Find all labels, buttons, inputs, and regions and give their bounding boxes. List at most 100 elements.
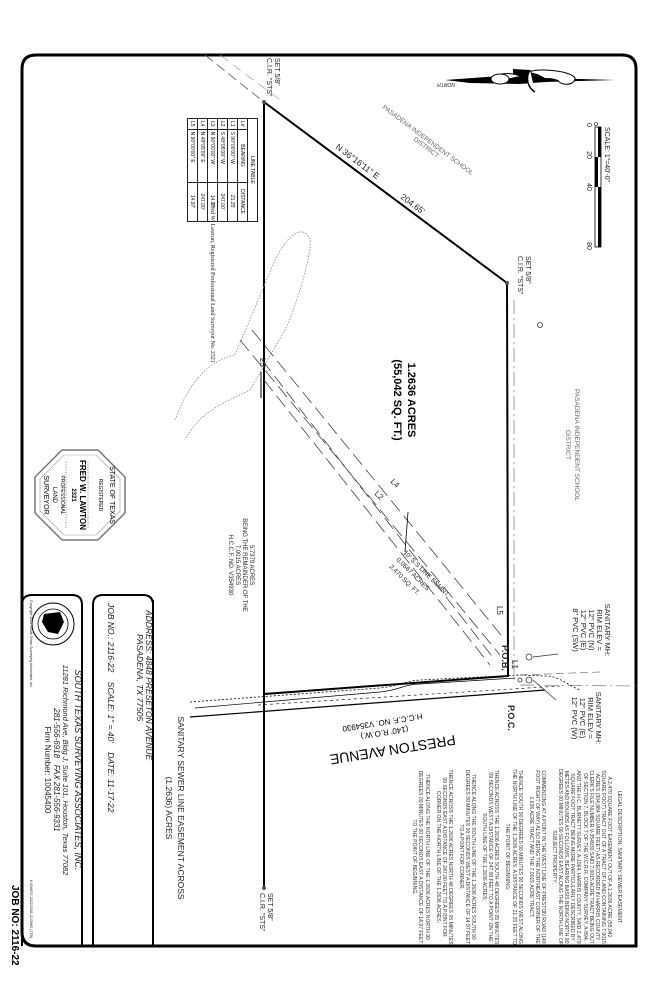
cell: 247.00' [197,182,208,222]
cell: S 90°00'00" W [227,129,238,183]
file-path: K:\DWGS 2022\2116-22.DWG (JTB) [29,880,33,938]
seal-land: LAND [51,487,57,504]
monument-label: C.I.R. "STS" [516,256,523,295]
cell: N 48°05'09" E [197,129,208,183]
monument-label: SET 5/8" [273,58,280,86]
sqft-label: (55,042 SQ. FT.) [391,359,403,441]
legal-title: LEGAL DESCRIPTION- SANITARY SEWER EASEME… [616,790,622,924]
project-title: (1.2636) ACRES [164,777,174,840]
cell: 247.00' [217,182,228,222]
company-name: SOUTH TEXAS SURVEYING ASSOCIATES, INC. [73,670,83,871]
manhole-text: 12" PVC (E) [579,610,588,651]
neighbor-label: DISTRICT [564,430,571,460]
company-box [21,594,83,946]
manhole-text: 8" PVC (SW) [571,608,580,652]
legal-paragraph: THENCE ACROSS THE 1.2636 ACRES NORTH 48 … [434,769,453,945]
pob-label: P.O.B. [500,645,510,671]
legal-paragraph: THENCE ACROSS THE 1.2636 ACRES SOUTH 48 … [481,769,500,945]
manhole-text: SANITARY MH: [594,692,603,745]
neighbor-label: PASADENA INDEPENDENT SCHOOL [381,104,475,177]
manhole-text: RIM ELEV = [595,609,604,651]
legal-paragraph: THENCE SOUTH 90 DEGREES 00 MINUTES 00 SE… [504,769,523,945]
legal-paragraph: A 2,470 SQUARE FOOT EASEMENT OUT OF A 1.… [551,769,612,945]
scale-tick: 0 [585,123,592,127]
legal-paragraph: COMMENCING AT A POINT IN THE WEST LINE O… [527,770,546,944]
bearing-label: N 36°16'11" E [334,142,382,182]
line-table-header: L# [237,118,248,130]
line-table-title: LINE TABLE [247,118,258,222]
acreage-label: 1.2636 ACRES [405,363,417,438]
sheet-border [20,53,638,948]
scale-tick: 40 [585,183,592,191]
seal-registered: REGISTERED [97,479,103,512]
surveyor-signature: Fred W. Lawton, Registered Professional … [209,203,216,363]
cell: 21.25' [227,182,238,222]
line-table-header: BEARING [237,129,248,183]
legal-description: LEGAL DESCRIPTION- SANITARY SEWER EASEME… [406,768,622,946]
cell: L3 [207,118,218,130]
manhole-text: 12" PVC (N) [587,609,596,651]
seal-state: STATE OF TEXAS [108,466,115,524]
job-number-tab: JOB NO: 2116-22 [9,885,20,966]
parcel-boundary [263,100,510,696]
monument-label: SET 5/8" [266,893,273,921]
legal-paragraph: THENCE ALONG THE SOUTH LINE OF THE 1.263… [457,769,477,945]
neighbor-label: PASADENA INDEPENDENT SCHOOL [573,389,580,501]
manhole-icon [517,322,559,701]
remainder-label: 7.0015 ACRES [234,545,240,585]
manhole-text: 12" PVC (E) [578,698,587,739]
line-table-header: DISTANCE [237,182,248,222]
company-logo [31,602,75,646]
seal-professional: PROFESSIONAL [59,476,65,515]
address-line: ADDRESS: 4848 PRESETON AVENUE [144,609,154,761]
scale-tick: 80 [585,242,592,250]
cell: N 90°00'00" E [187,129,198,183]
line-label-l4: L4 [389,477,402,490]
cell: S 48°05'09" W [217,129,228,183]
firm-number: Firm Number: 10045400 [43,727,52,814]
cell: L1 [227,118,238,130]
remainder-label: 5.7379 ACRES [248,545,254,585]
seal-number: 2321 [70,488,76,502]
project-title: SANITARY SEWER LINE EASEMENT ACROSS [176,716,186,899]
scale-tick: 20 [585,151,592,159]
manhole-text: SANITARY MH: [603,604,612,657]
cell: 14.97' [187,182,198,222]
manhole-text: RIM ELEV = [586,697,595,739]
company-address: 11281 Richmond Ave, Bldg J, Suite 101, H… [61,665,70,876]
driveway-outline [174,231,311,441]
cell: L2 [217,118,228,130]
north-arrow-icon [445,69,615,93]
cell: N 90°00'00" W [207,129,218,183]
surveyor-seal: STATE OF TEXAS REGISTERED FRED W. LAWTON… [34,449,126,541]
preston-avenue-lines [189,674,581,718]
remainder-label: H.C.C.F. NO. V354930 [227,535,233,596]
copyright: Copyright 2022 South Texas Surveying Ass… [29,600,33,688]
manhole-text: 12" PVC (W) [570,697,579,740]
cell: 14.97' [207,182,218,222]
scale-label: SCALE: 1"=40'-0" [603,127,610,183]
sewer-easement-lines [239,329,506,666]
legal-paragraph: THENCE ALONG THE NORTH LINE OF THE 1.263… [411,770,430,944]
manhole-2-label: SANITARY MH: RIM ELEV = 12" PVC (E) 12" … [570,692,603,745]
cell: L4 [197,118,208,130]
street-name: PRESTON AVENUE [329,732,457,768]
seal-name: FRED W. LAWTON [78,460,87,530]
monument-label: SET 5/8" [524,256,531,284]
line-label-l3: L3 [258,358,267,367]
manhole-1-label: SANITARY MH: RIM ELEV = 12" PVC (N) 12" … [571,604,612,657]
line-label-l1: L1 [510,660,519,669]
company-phone: 281-556-6918 FAX 281-556-9331 [52,707,61,832]
remainder-label: BEING THE REMAINDER OF THE [241,518,247,611]
job-info: JOB NO.: 2116-22 SCALE: 1" = 40' DATE: 1… [106,602,116,813]
seal-surveyor: SURVEYOR [42,475,49,514]
line-label-l5: L5 [495,606,504,615]
